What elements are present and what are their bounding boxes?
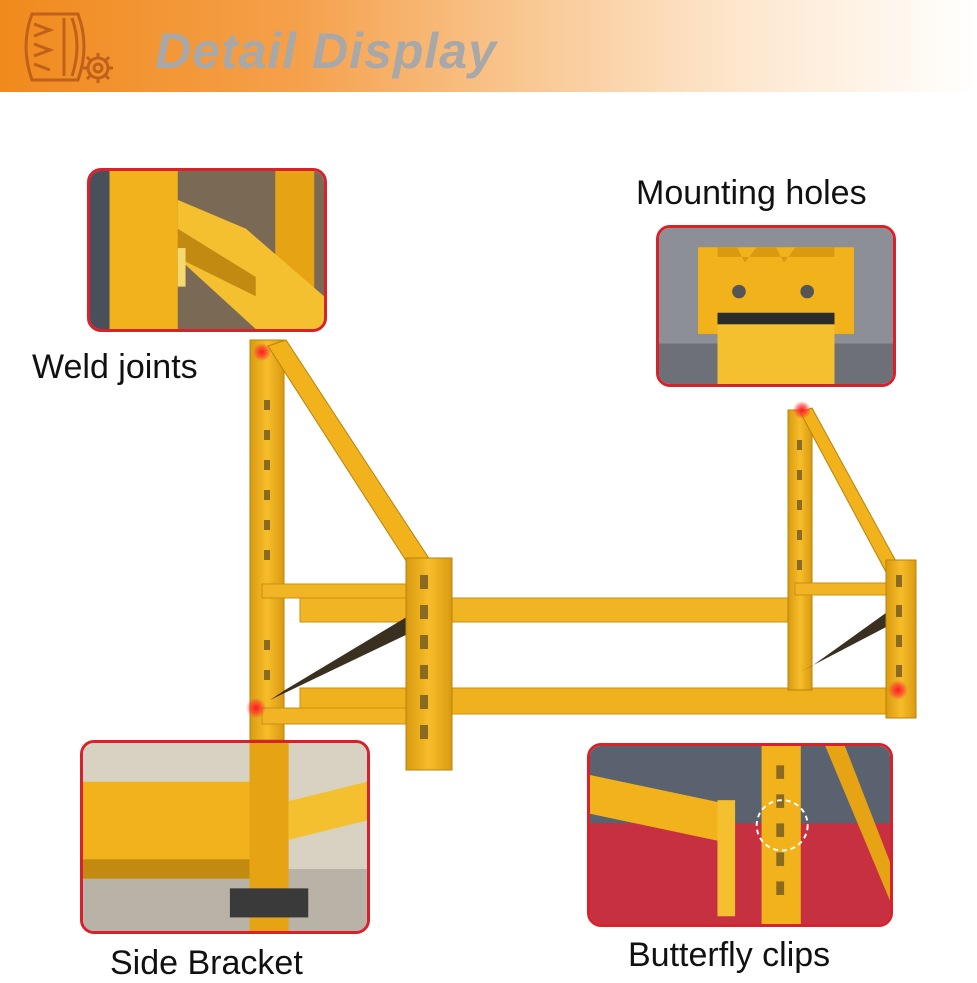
mounting-holes-label: Mounting holes (636, 174, 867, 212)
side-bracket-marker (246, 698, 266, 718)
butterfly-clips-photo (587, 743, 893, 927)
tire-gear-icon (24, 12, 113, 83)
butterfly-clip-marker (888, 680, 908, 700)
butterfly-clips-label: Butterfly clips (628, 936, 831, 974)
weld-joint-marker (253, 343, 271, 361)
mounting-hole-marker (793, 401, 811, 419)
weld-joints-label: Weld joints (32, 348, 198, 386)
side-bracket-label: Side Bracket (110, 944, 303, 982)
side-bracket-photo (80, 740, 370, 934)
header-banner: Detail Display (0, 0, 977, 92)
weld-joints-photo (87, 168, 327, 332)
mounting-holes-photo (656, 225, 896, 387)
page-title: Detail Display (155, 23, 497, 79)
